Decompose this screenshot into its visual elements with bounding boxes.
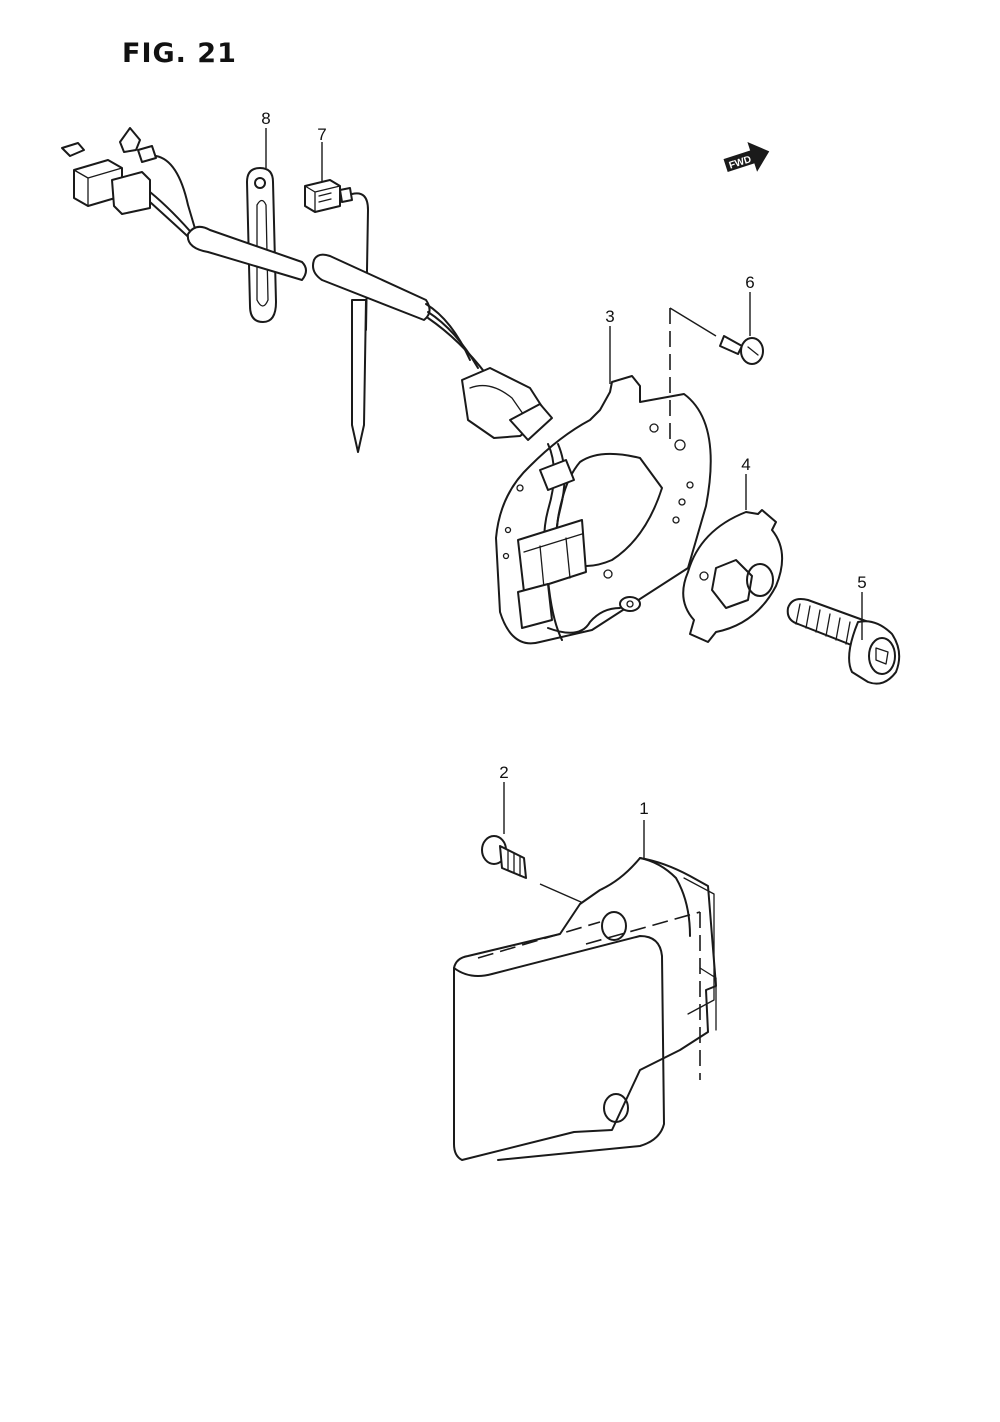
part-8-clamp-strip	[246, 167, 277, 323]
callout-5: 5	[857, 573, 866, 592]
callout-7: 7	[317, 125, 326, 144]
callout-2: 2	[499, 763, 508, 782]
callout-3: 3	[605, 307, 614, 326]
wire-harness-connectors	[61, 127, 197, 245]
callout-8: 8	[261, 109, 270, 128]
harness-grommet	[461, 367, 553, 441]
callout-1: 1	[639, 799, 648, 818]
figure-title: FIG. 21	[122, 38, 237, 69]
fwd-arrow-icon: FWD	[723, 142, 770, 172]
part-6-screw	[669, 307, 764, 440]
part-2-screw	[481, 835, 591, 907]
callout-leaders	[265, 128, 863, 858]
part-7-connector	[304, 179, 369, 453]
part-4-rotor	[682, 509, 783, 643]
callout-6: 6	[745, 273, 754, 292]
harness-sleeve	[186, 225, 487, 375]
callout-4: 4	[741, 455, 750, 474]
part-1-cdi-unit	[453, 857, 717, 1161]
part-5-bolt	[786, 598, 901, 685]
pickup-coil	[517, 443, 641, 641]
